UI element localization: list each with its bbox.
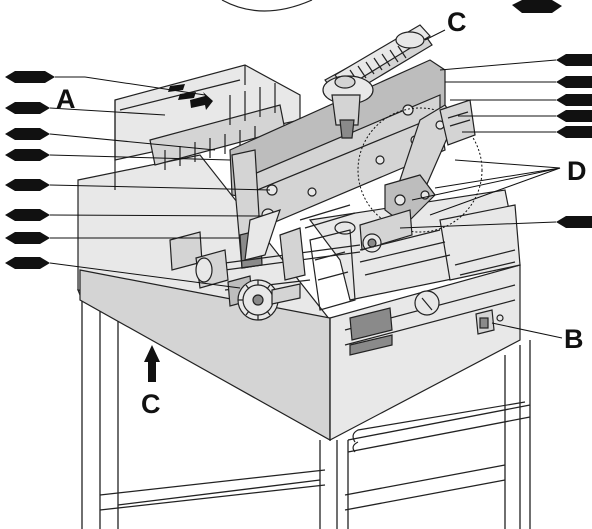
handwheel-assembly xyxy=(169,227,306,321)
label-c-bottom: C xyxy=(141,389,161,419)
c-bottom-arrow xyxy=(144,345,160,382)
detail-circle-d xyxy=(357,107,483,233)
label-c-top: C xyxy=(447,7,467,37)
top-right-marker xyxy=(512,0,562,13)
motor-housing xyxy=(322,24,433,139)
blade-link-mechanism xyxy=(334,99,483,253)
feed-arrows xyxy=(168,84,213,110)
label-d: D xyxy=(567,156,587,186)
machine-stand xyxy=(81,300,531,529)
table-guard xyxy=(309,229,451,311)
machine-cabinet xyxy=(77,154,521,442)
label-b: B xyxy=(564,324,584,354)
blade-carrier xyxy=(229,59,446,269)
top-circle-arc xyxy=(221,0,313,12)
left-callouts xyxy=(5,71,271,289)
right-callouts xyxy=(399,54,592,339)
label-a: A xyxy=(56,84,76,114)
c-top-leader xyxy=(424,29,446,41)
